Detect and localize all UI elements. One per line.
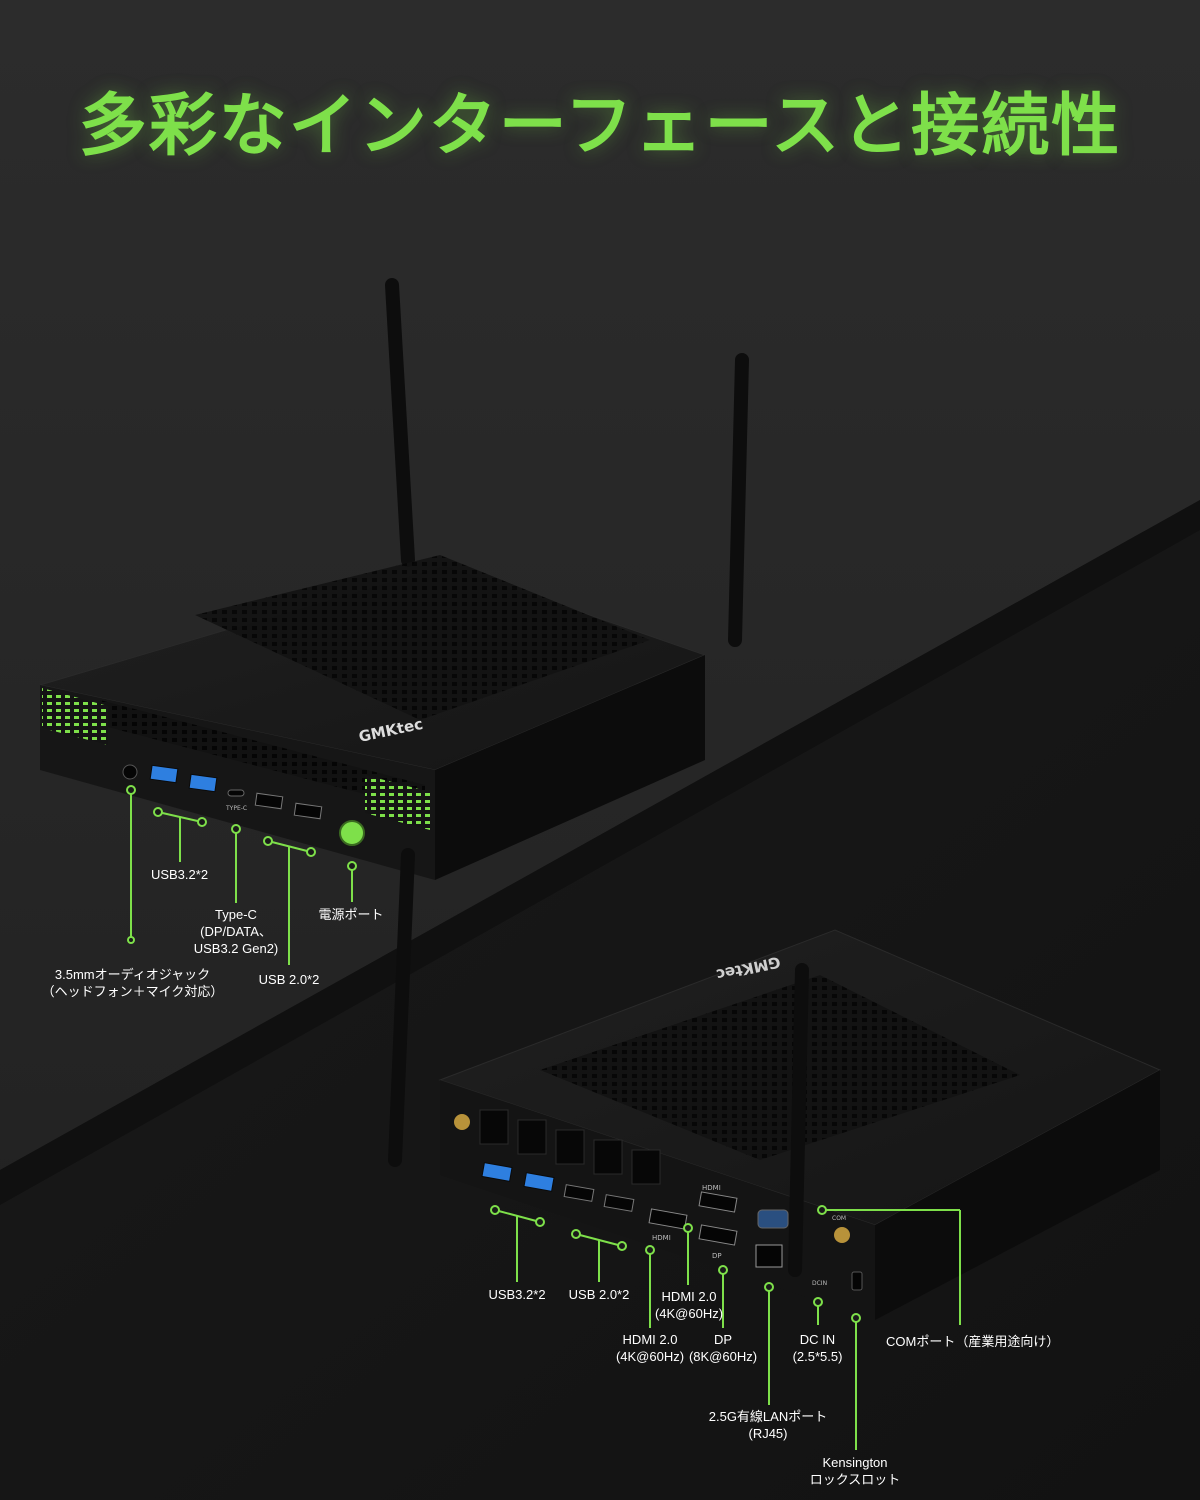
rear-leader-lines (490, 1205, 961, 1450)
label-rear-lan-line1: 2.5G有線LANポート (708, 1409, 828, 1424)
rear-com-marking: COM (832, 1215, 846, 1222)
front-device: GMKtec TYPE-C (39, 278, 749, 880)
front-audio-jack (122, 764, 138, 780)
rear-antenna-left (388, 848, 415, 1167)
rear-hdmi-lower-marking: HDMI (652, 1234, 671, 1242)
rear-com-port (757, 1209, 789, 1229)
label-rear-kensington-line1: Kensington (822, 1455, 888, 1470)
label-rear-hdmi-upper: HDMI 2.0 (4K@60Hz) (644, 1288, 734, 1322)
front-usb3-port-1 (149, 764, 179, 784)
rear-hdmi-upper-marking: HDMI (702, 1184, 721, 1192)
label-front-power-text: 電源ポート (318, 907, 384, 922)
label-rear-dp-line1: DP (713, 1332, 733, 1347)
rear-fin-vents (479, 1109, 661, 1185)
front-green-accent-left (42, 688, 108, 745)
page-title: 多彩なインターフェースと接続性 (78, 87, 1122, 166)
front-power-button (339, 820, 365, 846)
front-usb2-port-1 (254, 792, 284, 810)
label-rear-usb32: USB3.2*2 (472, 1286, 562, 1303)
label-rear-dcin-line2: (2.5*5.5) (792, 1349, 843, 1364)
rear-usb3-port-1 (481, 1162, 513, 1182)
rear-usb2-port-2 (603, 1194, 635, 1212)
rear-usb2-port-1 (563, 1184, 595, 1202)
label-rear-com: COMポート（産業用途向け） (886, 1333, 1076, 1350)
label-rear-lan: 2.5G有線LANポート (RJ45) (698, 1408, 838, 1442)
rear-antenna-connector (454, 1114, 470, 1130)
label-rear-kensington-line2: ロックスロット (809, 1472, 901, 1487)
rear-antenna-right (788, 963, 809, 1277)
front-usb3-port-2 (188, 773, 218, 793)
front-green-accent-right (365, 775, 430, 830)
label-rear-hdmi-lower: HDMI 2.0 (4K@60Hz) (605, 1331, 695, 1365)
front-typec-marking: TYPE-C (225, 805, 247, 812)
label-rear-hdmi-upper-line1: HDMI 2.0 (661, 1289, 717, 1304)
label-rear-hdmi-upper-line2: (4K@60Hz) (654, 1306, 724, 1321)
rear-lan-port (755, 1244, 783, 1268)
label-front-usb20: USB 2.0*2 (244, 971, 334, 988)
label-rear-com-text: COMポート（産業用途向け） (886, 1334, 1060, 1349)
label-rear-dp-line2: (8K@60Hz) (688, 1349, 758, 1364)
rear-hdmi-lower-port (648, 1208, 688, 1230)
label-rear-dcin: DC IN (2.5*5.5) (780, 1331, 855, 1365)
label-rear-lan-line2: (RJ45) (748, 1426, 788, 1441)
label-front-power: 電源ポート (306, 906, 396, 923)
label-front-typec-line1: Type-C (215, 907, 257, 922)
label-rear-kensington: Kensington ロックスロット (800, 1454, 910, 1488)
front-typec-port (227, 789, 245, 797)
label-rear-hdmi-lower-line2: (4K@60Hz) (615, 1349, 685, 1364)
label-front-typec-line3: USB3.2 Gen2) (193, 941, 279, 956)
label-front-typec: Type-C (DP/DATA、 USB3.2 Gen2) (176, 906, 296, 957)
label-front-usb20-text: USB 2.0*2 (258, 972, 320, 987)
rear-kensington-slot (851, 1271, 863, 1291)
front-top-vent (195, 555, 650, 720)
label-rear-dp: DP (8K@60Hz) (683, 1331, 763, 1365)
label-front-typec-line2: (DP/DATA、 (200, 924, 272, 939)
label-rear-hdmi-lower-line1: HDMI 2.0 (622, 1332, 678, 1347)
front-antenna-right (728, 353, 749, 647)
front-antenna-left (385, 278, 415, 567)
label-front-audio-line2: （ヘッドフォン＋マイク対応） (41, 984, 224, 999)
label-rear-usb20-text: USB 2.0*2 (568, 1287, 630, 1302)
front-usb2-port-2 (293, 802, 323, 820)
rear-dp-port (698, 1224, 738, 1246)
rear-device: GMKtec HDMI HDMI DP DCIN COM (388, 848, 1162, 1320)
label-rear-usb20: USB 2.0*2 (554, 1286, 644, 1303)
rear-dcin-marking: DCIN (812, 1280, 827, 1287)
label-front-audio: 3.5mmオーディオジャック （ヘッドフォン＋マイク対応） (40, 966, 225, 1000)
front-panel-vent (100, 700, 425, 810)
rear-usb3-port-2 (523, 1172, 555, 1192)
rear-top-vent (540, 975, 1020, 1160)
label-front-audio-line1: 3.5mmオーディオジャック (54, 967, 211, 982)
rear-antenna-connector-right (834, 1227, 850, 1243)
front-leader-lines (126, 785, 357, 965)
label-front-usb32-text: USB3.2*2 (150, 867, 209, 882)
label-rear-usb32-text: USB3.2*2 (488, 1287, 546, 1302)
label-front-usb32: USB3.2*2 (132, 866, 227, 883)
rear-hdmi-upper-port (698, 1191, 738, 1213)
label-rear-dcin-line1: DC IN (799, 1332, 836, 1347)
rear-dp-marking: DP (712, 1252, 722, 1260)
